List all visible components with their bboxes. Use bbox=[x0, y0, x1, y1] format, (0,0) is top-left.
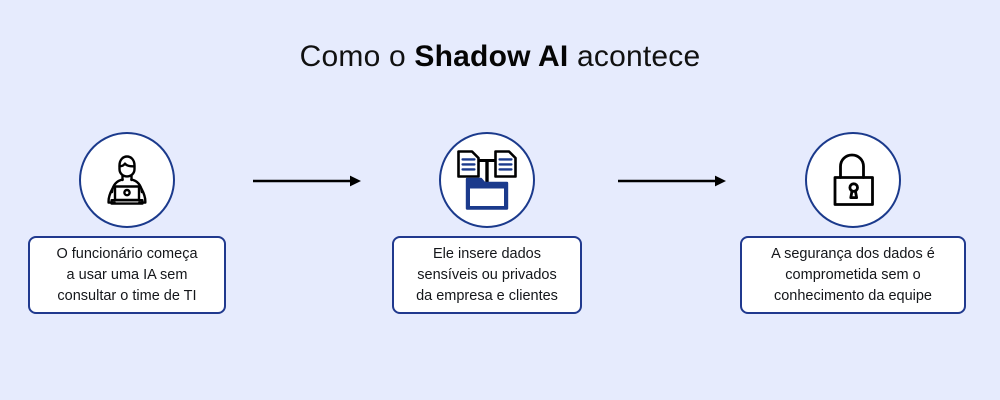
flow-connector-1 bbox=[253, 170, 363, 192]
step-2-line-3: da empresa e clientes bbox=[416, 287, 558, 304]
step-1-text: O funcionário começa a usar uma IA sem c… bbox=[56, 244, 197, 307]
step-1-line-3: consultar o time de TI bbox=[57, 287, 197, 304]
step-3-line-2: comprometida sem o bbox=[785, 266, 921, 283]
step-2-icon-circle bbox=[439, 132, 535, 228]
page-title-emphasis: Shadow AI bbox=[414, 40, 569, 73]
right-arrow-icon bbox=[253, 175, 361, 187]
step-2-line-1: Ele insere dados bbox=[432, 245, 541, 262]
step-1-icon-circle bbox=[79, 132, 175, 228]
step-3-text-box: A segurança dos dados é comprometida sem… bbox=[740, 236, 966, 314]
document-right-icon bbox=[494, 150, 517, 178]
step-1-text-box: O funcionário começa a usar uma IA sem c… bbox=[28, 236, 226, 314]
folder-icon bbox=[465, 177, 509, 210]
document-left-icon bbox=[457, 150, 480, 178]
flow-connector-2 bbox=[618, 170, 728, 192]
step-3-text: A segurança dos dados é comprometida sem… bbox=[771, 244, 935, 307]
step-3-line-1: A segurança dos dados é bbox=[771, 245, 935, 262]
step-1-line-1: O funcionário começa bbox=[56, 245, 198, 262]
step-1-line-2: a usar uma IA sem bbox=[66, 266, 188, 283]
person-with-laptop-icon bbox=[107, 155, 147, 205]
step-2-text-box: Ele insere dados sensíveis ou privados d… bbox=[392, 236, 582, 314]
step-2-line-2: sensíveis ou privados bbox=[417, 266, 557, 283]
page-title-suffix: acontece bbox=[568, 40, 701, 73]
step-3-line-3: conhecimento da equipe bbox=[773, 287, 932, 304]
step-3-icon-circle bbox=[805, 132, 901, 228]
documents-into-folder-icon bbox=[457, 150, 517, 210]
step-2-text: Ele insere dados sensíveis ou privados d… bbox=[416, 244, 558, 307]
right-arrow-icon bbox=[618, 175, 726, 187]
page-title-prefix: Como o bbox=[299, 40, 415, 73]
page-title: Como o Shadow AI acontece bbox=[0, 38, 1000, 76]
open-padlock-icon bbox=[833, 153, 874, 206]
